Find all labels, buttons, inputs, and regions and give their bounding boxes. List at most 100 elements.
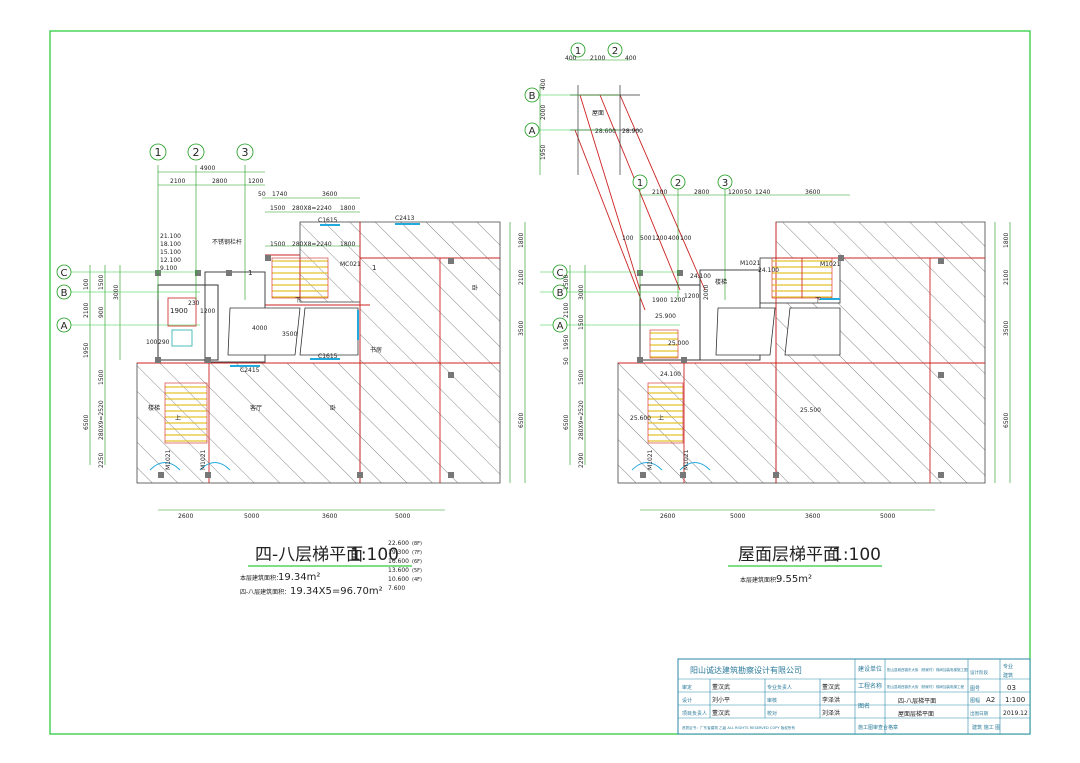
left-dim: 2100 bbox=[83, 303, 90, 318]
left-dim: 1500 bbox=[578, 315, 585, 330]
left-dim: 2290 bbox=[578, 453, 585, 468]
left-axis-1: 1 bbox=[155, 146, 162, 159]
dim-1500: 1500 bbox=[270, 205, 285, 212]
right-dim: 1800 bbox=[1003, 233, 1010, 248]
elevation: 18.100 bbox=[160, 241, 181, 248]
area-label: 四-八层建筑面积： bbox=[240, 588, 290, 596]
design-name: 刘小平 bbox=[712, 696, 730, 704]
bottom-dim: 5000 bbox=[244, 513, 259, 520]
floor-level: 10.600 bbox=[388, 576, 409, 583]
left-dim: 6500 bbox=[563, 415, 570, 430]
right-axis-b: B bbox=[557, 288, 564, 299]
bottom-dim: 3600 bbox=[805, 513, 820, 520]
inner-dim: 1900 bbox=[170, 307, 188, 315]
room-label: 卧 bbox=[472, 284, 478, 292]
bottom-dim: 5000 bbox=[730, 513, 745, 520]
drawing-name-2: 屋面层梯平面 bbox=[898, 710, 934, 718]
right-plan: 屋面 28.600 28.900 bbox=[524, 42, 1011, 585]
num-label: 图号 bbox=[970, 686, 980, 692]
dim-1740: 1740 bbox=[272, 191, 287, 198]
left-plan-scale: 1:100 bbox=[350, 545, 399, 565]
elevation: 12.100 bbox=[160, 257, 181, 264]
room-label: 客厅 bbox=[250, 404, 262, 412]
floor-level: 13.600 bbox=[388, 567, 409, 574]
top-dim: 3600 bbox=[805, 189, 820, 196]
elevation: 21.100 bbox=[160, 233, 181, 240]
stair-up: 上 bbox=[175, 414, 181, 422]
floor-level: 16.600 bbox=[388, 558, 409, 565]
right-stair-upper bbox=[771, 257, 803, 299]
bottom-dim: 5000 bbox=[880, 513, 895, 520]
inner-label: 1900 bbox=[652, 297, 667, 304]
right-axis-3b: 3 bbox=[722, 178, 728, 189]
dim-2800: 2800 bbox=[212, 178, 227, 185]
elevation: 25.900 bbox=[655, 313, 676, 320]
left-stair-lower bbox=[164, 382, 208, 444]
left-dim: 1950 bbox=[83, 343, 90, 358]
room-label: 楼梯 bbox=[148, 404, 160, 412]
inner-dim: 290 bbox=[158, 339, 170, 346]
inner-dim: 100 bbox=[146, 339, 158, 346]
elevation: 24.100 bbox=[758, 267, 779, 274]
right-dim: 2100 bbox=[1003, 270, 1010, 285]
room-label: 书房 bbox=[370, 346, 382, 354]
date-value: 2019.12 bbox=[1003, 710, 1028, 717]
right-hatch-main bbox=[617, 362, 777, 484]
footer-left: 资质证书：广东省建筑 乙级 ALL RIGHTS RESERVED COPY 版… bbox=[682, 725, 795, 730]
left-top-dim: 1950 bbox=[540, 145, 547, 160]
left-dim: 1500 bbox=[98, 370, 105, 385]
elevation: 25.000 bbox=[668, 340, 689, 347]
area-label: 本层建筑面积： bbox=[740, 576, 782, 584]
left-axis-top bbox=[149, 143, 254, 161]
top-dim: 400 bbox=[625, 55, 637, 62]
dim-4900: 4900 bbox=[200, 165, 215, 172]
inner-dim: 3500 bbox=[282, 331, 297, 338]
right-dim: 6500 bbox=[1003, 413, 1010, 428]
left-dim: 3000 bbox=[578, 285, 585, 300]
elevation: 25.600 bbox=[630, 415, 651, 422]
review-name: 李泽洪 bbox=[822, 696, 840, 704]
footer-right: 建筑 施工 图 bbox=[972, 724, 1000, 731]
inner-label: 100 bbox=[680, 235, 692, 242]
left-dim: 50 bbox=[563, 357, 570, 365]
area-value: 9.55m² bbox=[776, 574, 812, 585]
elevation: 9.100 bbox=[160, 265, 177, 272]
left-dim: 1950 bbox=[563, 335, 570, 350]
top-dim: 50 bbox=[744, 189, 752, 196]
left-plan: 1 2 3 C B A 4900 2100 2800 1200 50 1740 … bbox=[56, 143, 526, 597]
stair-down: 下 bbox=[815, 297, 821, 304]
right-dim: 6500 bbox=[518, 413, 525, 428]
dim-50: 50 bbox=[258, 191, 266, 198]
inner-label: 1200 bbox=[684, 293, 699, 300]
left-dim: 280X9=2520 bbox=[578, 400, 585, 440]
top-dim: 400 bbox=[565, 55, 577, 62]
left-elevator-shaft bbox=[157, 284, 219, 361]
drawing-name-1: 四-八层梯平面 bbox=[898, 697, 936, 705]
left-dim: 2100 bbox=[563, 303, 570, 318]
project-label: 工程名称 bbox=[858, 682, 882, 690]
stage-label: 设计阶段 bbox=[970, 669, 988, 676]
head-label: 项目负责人 bbox=[682, 710, 707, 717]
floor-tag: (4F) bbox=[412, 577, 422, 583]
elevation: 24.100 bbox=[660, 371, 681, 378]
right-stair-lower bbox=[647, 382, 684, 444]
roof-elevation: 28.600 bbox=[595, 128, 616, 135]
left-dim: 1500 bbox=[563, 275, 570, 290]
bottom-dim: 2600 bbox=[178, 513, 193, 520]
review-label: 审核 bbox=[767, 697, 777, 704]
door-label: MC021 bbox=[340, 261, 361, 268]
floor-tag: (5F) bbox=[412, 568, 422, 574]
left-dim: 1500 bbox=[98, 275, 105, 290]
bottom-dim: 5000 bbox=[395, 513, 410, 520]
door-label: M1021 bbox=[683, 449, 690, 470]
right-axis-1: 1 bbox=[575, 46, 581, 57]
spec-value: 建筑 bbox=[1003, 672, 1013, 679]
door-label: M1021 bbox=[740, 260, 761, 267]
door-label: M1021 bbox=[165, 449, 172, 470]
left-top-dim: 400 bbox=[540, 78, 547, 90]
elevation: 24.100 bbox=[690, 273, 711, 280]
project-value: 阳山县城西镇东大街（杨家村）梯间加装电梯工程 bbox=[887, 684, 964, 689]
drawing-label: 图名 bbox=[858, 702, 870, 710]
door-label: M1021 bbox=[647, 449, 654, 470]
